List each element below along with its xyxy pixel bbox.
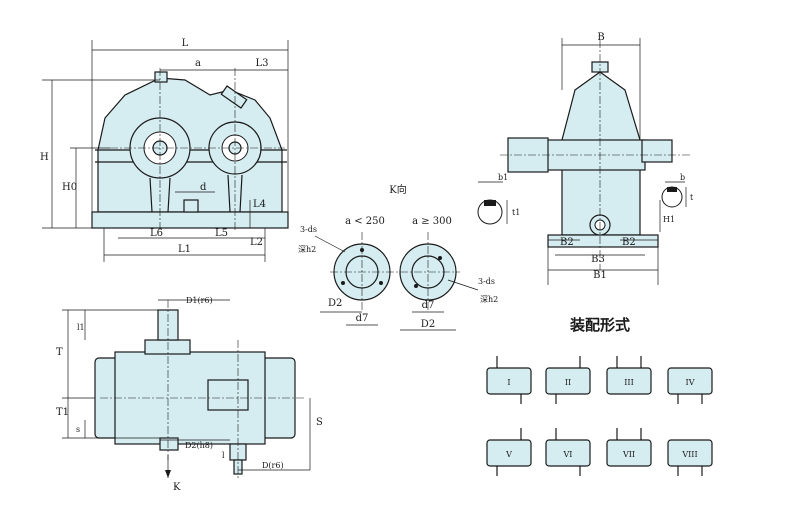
front-view: L a L3 H H0 d L4 L6 L5 L2 L1 bbox=[40, 38, 289, 262]
assembly-form-4: IV bbox=[667, 367, 713, 404]
front-H0-label: H0 bbox=[62, 182, 77, 193]
front-L6-label: L6 bbox=[150, 228, 163, 239]
front-d-label: d bbox=[200, 182, 207, 193]
reducer-box bbox=[545, 367, 591, 395]
k-3ds-right-label: 3-ds bbox=[478, 277, 495, 286]
assembly-form-2: II bbox=[545, 356, 591, 404]
front-L4-label: L4 bbox=[253, 199, 266, 210]
top-K-label: K bbox=[173, 482, 181, 493]
front-L3-label: L3 bbox=[255, 58, 268, 69]
reducer-box bbox=[606, 367, 652, 395]
assembly-form-6: VI bbox=[545, 428, 591, 476]
top-S-label: S bbox=[316, 417, 323, 428]
front-L5-label: L5 bbox=[215, 228, 228, 239]
assembly-form-label: III bbox=[624, 378, 633, 387]
k-d7-left-label: d7 bbox=[356, 313, 369, 324]
front-L2-label: L2 bbox=[250, 237, 263, 248]
top-D1-label: D1(r6) bbox=[186, 296, 213, 305]
top-l-label: l bbox=[222, 451, 225, 460]
top-T1-label: T1 bbox=[56, 407, 69, 418]
assembly-form-5: V bbox=[486, 428, 532, 476]
assembly-form-label: VII bbox=[622, 450, 635, 459]
side-B3-label: B3 bbox=[591, 254, 605, 265]
assembly-form-label: VIII bbox=[681, 450, 697, 459]
k-D2-left-label: D2 bbox=[328, 298, 342, 309]
assembly-form-7: VII bbox=[606, 428, 652, 467]
front-L1-label: L1 bbox=[178, 244, 191, 255]
top-view: D1(r6) l1 T T1 s D2(h8) l D(r6) S K bbox=[56, 296, 323, 493]
top-l1-label: l1 bbox=[77, 323, 85, 332]
side-b1-label: b1 bbox=[498, 173, 508, 182]
assembly-form-8: VIII bbox=[667, 439, 713, 476]
top-D2-label: D2(h8) bbox=[185, 441, 213, 450]
side-B2-right-label: B2 bbox=[622, 237, 636, 248]
reducer-box bbox=[486, 439, 532, 467]
reducer-box bbox=[667, 439, 713, 467]
assembly-form-label: I bbox=[507, 378, 510, 387]
reducer-box bbox=[606, 439, 652, 467]
front-a-label: a bbox=[195, 58, 201, 69]
assembly-form-label: VI bbox=[563, 450, 573, 459]
assembly-form-label: IV bbox=[686, 378, 695, 387]
assembly-title: 装配形式 bbox=[569, 316, 630, 334]
k-view-title: K向 bbox=[389, 183, 406, 196]
side-t1-label: t1 bbox=[512, 208, 520, 217]
side-B-label: B bbox=[597, 32, 604, 43]
k-depth-right-label: 深h2 bbox=[480, 295, 498, 304]
side-B1-label: B1 bbox=[593, 270, 607, 281]
top-T-label: T bbox=[56, 347, 63, 358]
k-3ds-left-label: 3-ds bbox=[300, 225, 317, 234]
k-D2-right-label: D2 bbox=[421, 319, 435, 330]
side-t-label: t bbox=[690, 193, 694, 202]
side-B2-left-label: B2 bbox=[560, 237, 574, 248]
assembly-form-3: III bbox=[606, 356, 652, 395]
side-H1-label: H1 bbox=[663, 215, 675, 224]
side-b-label: b bbox=[680, 173, 685, 182]
k-d7-right-label: d7 bbox=[422, 300, 435, 311]
assembly-form-1: I bbox=[486, 356, 532, 404]
front-L-label: L bbox=[182, 38, 189, 49]
top-s-label: s bbox=[76, 425, 80, 434]
top-D-label: D(r6) bbox=[262, 461, 284, 470]
k-a-small-label: a < 250 bbox=[345, 216, 385, 227]
assembly-form-label: II bbox=[565, 378, 571, 387]
front-H-label: H bbox=[40, 152, 49, 163]
reducer-box bbox=[545, 439, 591, 467]
reducer-box bbox=[667, 367, 713, 395]
k-a-large-label: a ≥ 300 bbox=[412, 216, 452, 227]
k-depth-left-label: 深h2 bbox=[298, 245, 316, 254]
reducer-box bbox=[486, 367, 532, 395]
assembly-form-label: V bbox=[505, 450, 512, 459]
k-view: K向 a < 250 a ≥ 300 3-ds 深h2 3-ds 深h2 D2 … bbox=[298, 183, 498, 331]
side-view: B b1 b t1 t H1 B2 B2 B3 B1 bbox=[477, 32, 694, 285]
